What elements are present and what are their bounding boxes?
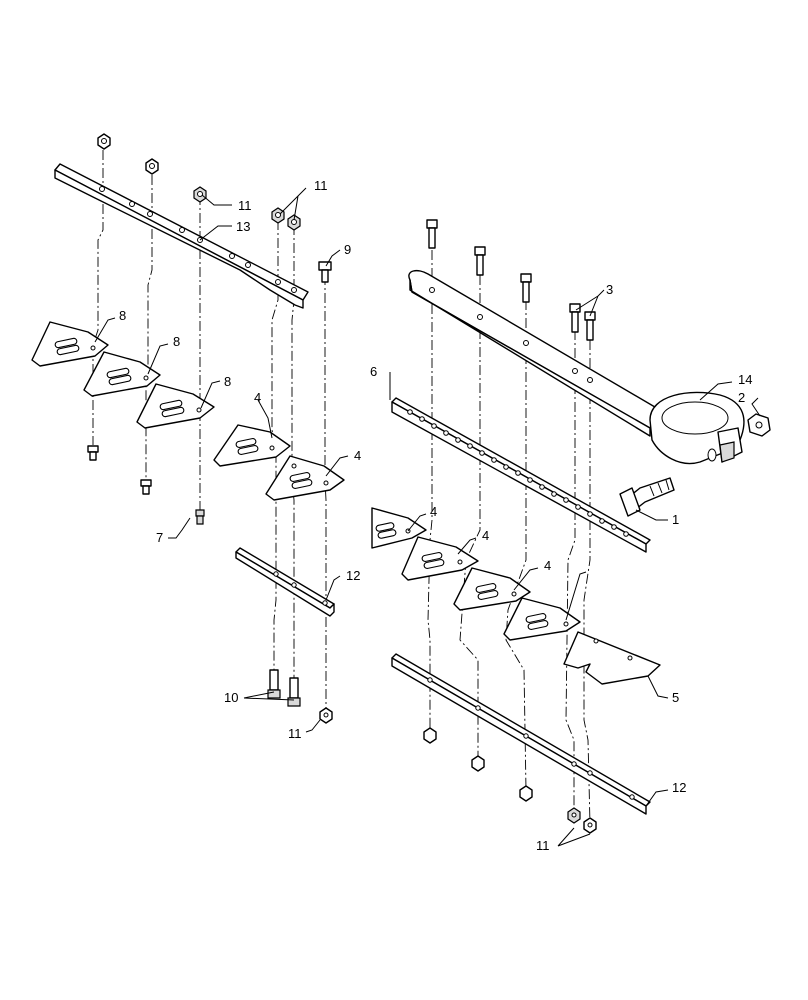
back-bar-6: [391, 397, 651, 553]
nut-11-bottom-left: [319, 707, 333, 724]
bar-13: [54, 163, 309, 309]
callout-1: 1: [672, 512, 679, 527]
callout-7: 7: [156, 530, 163, 545]
knife-section-8b: [83, 351, 161, 397]
small-bolts-left: [87, 445, 205, 525]
callout-4: 4: [354, 448, 361, 463]
nut-11: [287, 214, 301, 231]
callout-12: 12: [672, 780, 686, 795]
plate-12-right: [391, 653, 651, 815]
leader-lines: [94, 187, 761, 847]
callout-5: 5: [672, 690, 679, 705]
callout-11: 11: [314, 178, 328, 193]
clamp-14: [649, 391, 745, 465]
nut-11: [583, 817, 597, 834]
nut: [145, 158, 159, 175]
knife-section-4b: [265, 455, 345, 501]
left-centerlines: [92, 150, 327, 710]
nuts-bottom-right: [423, 727, 597, 834]
back-bar-holes: [407, 409, 629, 537]
knife-section-4f: [503, 597, 581, 641]
bolt-3: [584, 311, 596, 341]
bolt-1: [619, 477, 675, 517]
knife-head-bar: [408, 269, 661, 437]
callout-4: 4: [430, 504, 437, 519]
callout-8: 8: [173, 334, 180, 349]
callout-8: 8: [224, 374, 231, 389]
callout-3: 3: [606, 282, 613, 297]
callout-4: 4: [482, 528, 489, 543]
callout-4: 4: [254, 390, 261, 405]
knife-section-5: [563, 631, 661, 685]
knife-section-4c: [371, 507, 427, 549]
nut: [97, 133, 111, 150]
knife-section-8c: [136, 383, 215, 429]
knife-section-4d: [401, 536, 479, 581]
nut-2: [747, 413, 771, 437]
knife-section-4e: [453, 567, 531, 611]
callout-12: 12: [346, 568, 360, 583]
bolts-10: [267, 669, 301, 707]
callout-11: 11: [288, 726, 302, 741]
knife-section-8a: [31, 321, 109, 367]
callout-4: 4: [544, 558, 551, 573]
callout-11: 11: [536, 838, 550, 853]
bolt-9: [318, 261, 332, 283]
nut-11: [193, 186, 207, 203]
nut-11: [567, 807, 581, 824]
callout-9: 9: [344, 242, 351, 257]
knife-section-4a: [213, 424, 291, 467]
callout-13: 13: [236, 219, 250, 234]
bolts-top-right: [426, 219, 596, 341]
callout-2: 2: [738, 390, 745, 405]
nuts-top-left: [97, 133, 301, 231]
plate-12-left: [235, 547, 335, 617]
callout-6: 6: [370, 364, 377, 379]
callout-11: 11: [238, 198, 252, 213]
callout-10: 10: [224, 690, 238, 705]
callout-8: 8: [119, 308, 126, 323]
callout-labels: 8 8 8 11 11 13 9 4 4 7 12 10 11 6 4 4 4 …: [119, 178, 752, 853]
nut-11: [271, 207, 285, 224]
callout-14: 14: [738, 372, 752, 387]
